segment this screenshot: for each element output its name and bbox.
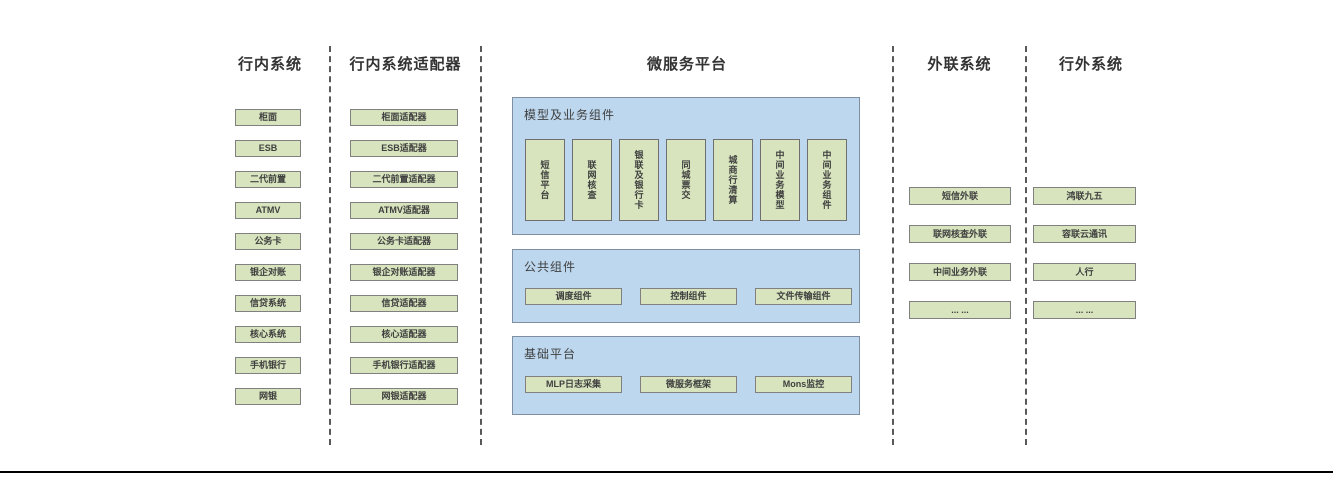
system-box: 手机银行: [235, 357, 301, 374]
external-link-box: 中间业务外联: [909, 263, 1011, 281]
base-platform-panel: 基础平台 MLP日志采集 微服务框架 Mons监控: [512, 336, 860, 415]
outside-system-box: 人行: [1033, 263, 1136, 281]
outside-system-box: 容联云通讯: [1033, 225, 1136, 243]
column-title-internal-systems: 行内系统: [237, 56, 302, 73]
system-box: 银企对账: [235, 264, 301, 281]
column-title-microservice-platform: 微服务平台: [646, 56, 727, 73]
adapter-box: 二代前置适配器: [350, 171, 458, 188]
component-box: MLP日志采集: [525, 376, 622, 393]
adapter-box: 公务卡适配器: [350, 233, 458, 250]
component-box: 中间业务组件: [807, 139, 847, 221]
internal-adapters-column: 柜面适配器 ESB适配器 二代前置适配器 ATMV适配器 公务卡适配器 银企对账…: [350, 109, 458, 405]
component-box: 银联及银行卡: [619, 139, 659, 221]
component-box: 文件传输组件: [755, 288, 852, 305]
system-box: ATMV: [235, 202, 301, 219]
internal-systems-column: 柜面 ESB 二代前置 ATMV 公务卡 银企对账 信贷系统 核心系统 手机银行…: [235, 109, 301, 405]
component-box: 微服务框架: [640, 376, 737, 393]
divider-line: [480, 46, 482, 445]
system-box: 公务卡: [235, 233, 301, 250]
external-link-box: 联网核查外联: [909, 225, 1011, 243]
component-box: 联网核查: [572, 139, 612, 221]
component-row: MLP日志采集 微服务框架 Mons监控: [525, 376, 852, 393]
component-box: Mons监控: [755, 376, 852, 393]
outside-system-box: ... ...: [1033, 301, 1136, 319]
component-row: 调度组件 控制组件 文件传输组件: [525, 288, 852, 305]
system-box: 二代前置: [235, 171, 301, 188]
component-box: 调度组件: [525, 288, 622, 305]
divider-line: [892, 46, 894, 445]
system-box: 网银: [235, 388, 301, 405]
bottom-rule: [0, 471, 1333, 473]
model-business-components-panel: 模型及业务组件 短信平台 联网核查 银联及银行卡 同城票交 城商行清算 中间业务…: [512, 97, 860, 235]
column-title-outside-systems: 行外系统: [1058, 56, 1123, 73]
outside-systems-column: 鸿联九五 容联云通讯 人行 ... ...: [1033, 187, 1136, 319]
system-box: ESB: [235, 140, 301, 157]
adapter-box: 核心适配器: [350, 326, 458, 343]
adapter-box: 银企对账适配器: [350, 264, 458, 281]
component-box: 同城票交: [666, 139, 706, 221]
column-title-internal-adapters: 行内系统适配器: [349, 56, 462, 73]
adapter-box: 手机银行适配器: [350, 357, 458, 374]
system-box: 柜面: [235, 109, 301, 126]
panel-label: 基础平台: [524, 347, 577, 361]
column-title-external-link-systems: 外联系统: [927, 56, 992, 73]
component-box: 城商行清算: [713, 139, 753, 221]
external-link-column: 短信外联 联网核查外联 中间业务外联 ... ...: [909, 187, 1011, 319]
system-box: 信贷系统: [235, 295, 301, 312]
panel-label: 公共组件: [524, 260, 577, 274]
component-box: 短信平台: [525, 139, 565, 221]
component-box: 中间业务模型: [760, 139, 800, 221]
vertical-component-row: 短信平台 联网核查 银联及银行卡 同城票交 城商行清算 中间业务模型 中间业务组…: [525, 139, 847, 221]
outside-system-box: 鸿联九五: [1033, 187, 1136, 205]
external-link-box: ... ...: [909, 301, 1011, 319]
adapter-box: 柜面适配器: [350, 109, 458, 126]
adapter-box: 信贷适配器: [350, 295, 458, 312]
divider-line: [329, 46, 331, 445]
component-box: 控制组件: [640, 288, 737, 305]
divider-line: [1025, 46, 1027, 445]
system-box: 核心系统: [235, 326, 301, 343]
adapter-box: ATMV适配器: [350, 202, 458, 219]
common-components-panel: 公共组件 调度组件 控制组件 文件传输组件: [512, 249, 860, 323]
adapter-box: 网银适配器: [350, 388, 458, 405]
external-link-box: 短信外联: [909, 187, 1011, 205]
adapter-box: ESB适配器: [350, 140, 458, 157]
panel-label: 模型及业务组件: [524, 108, 616, 122]
